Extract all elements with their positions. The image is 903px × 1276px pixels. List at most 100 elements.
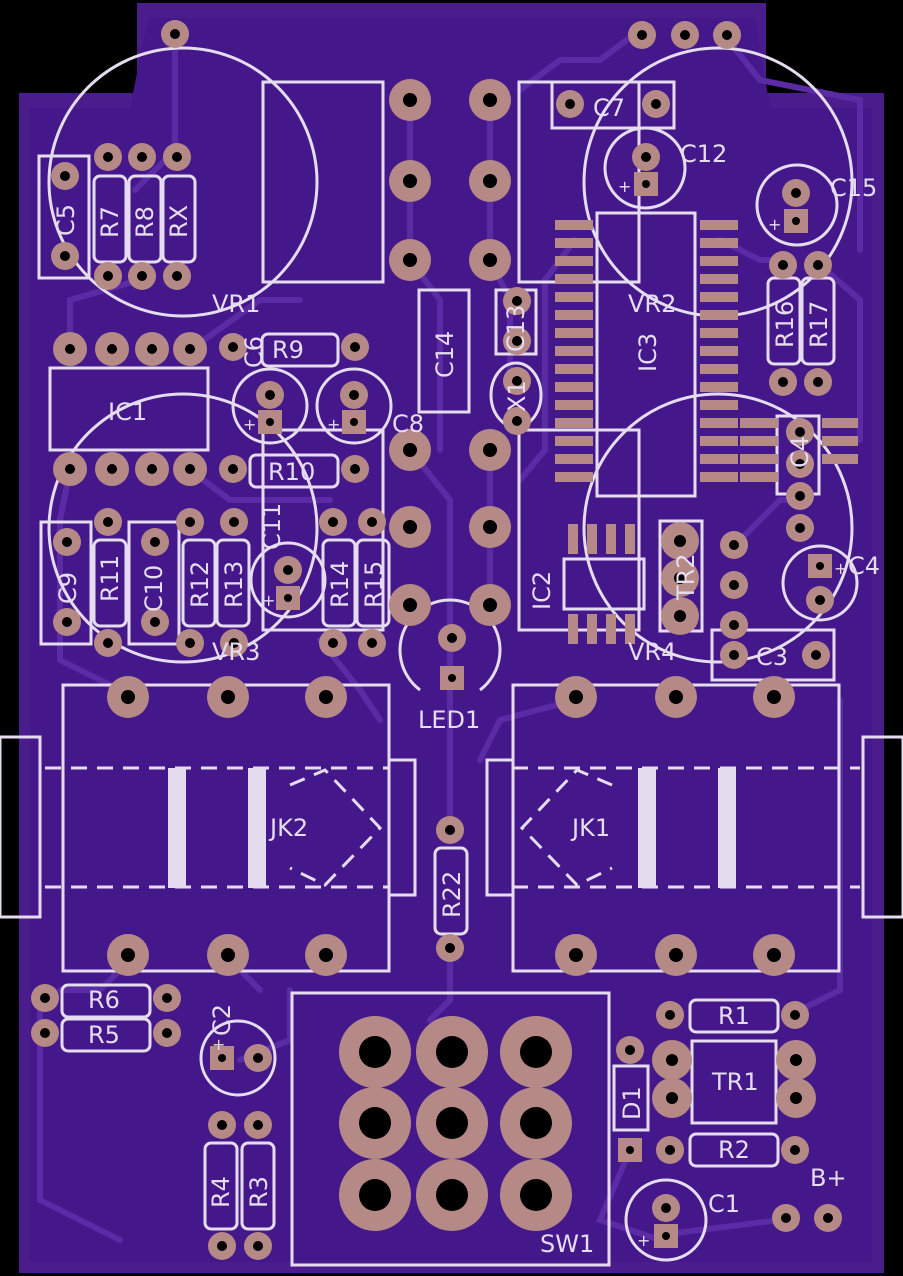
pad-hole: [121, 690, 135, 704]
label-jk1: JK1: [570, 814, 610, 842]
pad-hole: [790, 1054, 802, 1066]
pad-hole: [217, 1241, 227, 1251]
pad-hole: [674, 610, 686, 622]
label-sw1: SW1: [540, 1230, 594, 1258]
label-tr2: TR2: [672, 553, 700, 601]
label-c5: C5: [52, 204, 80, 236]
label-r3: R3: [245, 1176, 273, 1208]
svg-text:+: +: [768, 215, 781, 234]
pad-hole: [729, 540, 739, 550]
pad-hole: [283, 565, 293, 575]
pad-hole: [767, 690, 781, 704]
pad-hole: [65, 344, 75, 354]
pad-hole: [403, 93, 417, 107]
pad-hole: [778, 260, 788, 270]
pad-hole: [217, 1120, 227, 1130]
pad-hole: [265, 390, 275, 400]
pad-hole: [665, 1145, 675, 1155]
silkscreen-labels: VR1 VR2 VR3 VR4 IC1 C8 R9 R10 C7 C12 C15…: [52, 94, 880, 1258]
label-c3: C3: [756, 643, 788, 671]
pad-hole: [103, 152, 113, 162]
label-r16: R16: [771, 301, 799, 348]
pad-hole: [137, 271, 147, 281]
pad-hole: [483, 93, 497, 107]
pad-hole: [147, 344, 157, 354]
pad-hole: [359, 1107, 391, 1139]
pad-hole: [349, 390, 359, 400]
pad-hole: [221, 948, 235, 962]
pad-hole: [65, 464, 75, 474]
pad-hole: [103, 638, 113, 648]
pad-hole: [228, 464, 238, 474]
pad-hole: [40, 993, 50, 1003]
label-vr3: VR3: [212, 638, 260, 666]
pad-hole: [520, 1107, 552, 1139]
pad-hole: [253, 1053, 263, 1063]
label-r2: R2: [718, 1136, 750, 1164]
pad-hole: [150, 617, 160, 627]
pad-hole: [229, 517, 239, 527]
pad-hole: [662, 1232, 670, 1240]
smd-pads: [555, 220, 858, 644]
pad-hole: [403, 253, 417, 267]
label-c2: C2: [208, 1004, 236, 1036]
pad-hole: [483, 253, 497, 267]
label-c6: C6: [240, 336, 268, 368]
label-ic2: IC2: [528, 571, 556, 610]
jack-tabs: [168, 768, 736, 888]
pad-hole: [729, 620, 739, 630]
label-c8: C8: [392, 410, 424, 438]
polarity-marks: +++ +++ ++: [212, 177, 847, 1250]
pad-hole: [637, 30, 647, 40]
pad-hole: [403, 443, 417, 457]
pad-hole: [626, 1146, 634, 1154]
svg-text:+: +: [243, 415, 256, 434]
pad-hole: [253, 1120, 263, 1130]
label-r10: R10: [268, 458, 315, 486]
pad-hole: [791, 188, 801, 198]
pad-hole: [565, 99, 575, 109]
label-r9: R9: [272, 336, 304, 364]
pad-hole: [447, 633, 457, 643]
pad-hole: [483, 174, 497, 188]
pad-hole: [512, 416, 522, 426]
pad-hole: [661, 1203, 671, 1213]
pad-hole: [319, 948, 333, 962]
pad-hole: [62, 537, 72, 547]
label-x1: X1: [503, 380, 531, 412]
pad-hole: [792, 217, 800, 225]
pad-hole: [795, 427, 805, 437]
label-r7: R7: [96, 206, 124, 238]
pad-hole: [284, 594, 292, 602]
pad-hole: [228, 342, 238, 352]
pad-hole: [185, 464, 195, 474]
pad-hole: [666, 1054, 678, 1066]
pad-hole: [162, 1028, 172, 1038]
pad-hole: [103, 517, 113, 527]
pad-hole: [218, 1054, 226, 1062]
label-vr4: VR4: [628, 638, 676, 666]
pad-hole: [359, 1036, 391, 1068]
pad-hole: [436, 1179, 468, 1211]
pad-hole: [512, 296, 522, 306]
pad-hole: [266, 418, 274, 426]
pad-hole: [674, 535, 686, 547]
pad-hole: [790, 1010, 800, 1020]
pad-hole: [625, 1045, 635, 1055]
pad-hole: [40, 1028, 50, 1038]
pad-hole: [666, 1092, 678, 1104]
pad-hole: [137, 152, 147, 162]
label-c13: C13: [502, 305, 530, 352]
svg-text:+: +: [618, 177, 631, 196]
pad-hole: [767, 948, 781, 962]
pad-hole: [569, 690, 583, 704]
label-r15: R15: [360, 561, 388, 608]
pad-hole: [641, 152, 651, 162]
pad-hole: [781, 1213, 791, 1223]
pad-hole: [512, 336, 522, 346]
pad-hole: [185, 517, 195, 527]
label-r1: R1: [718, 1002, 750, 1030]
pad-hole: [150, 537, 160, 547]
pad-hole: [328, 638, 338, 648]
